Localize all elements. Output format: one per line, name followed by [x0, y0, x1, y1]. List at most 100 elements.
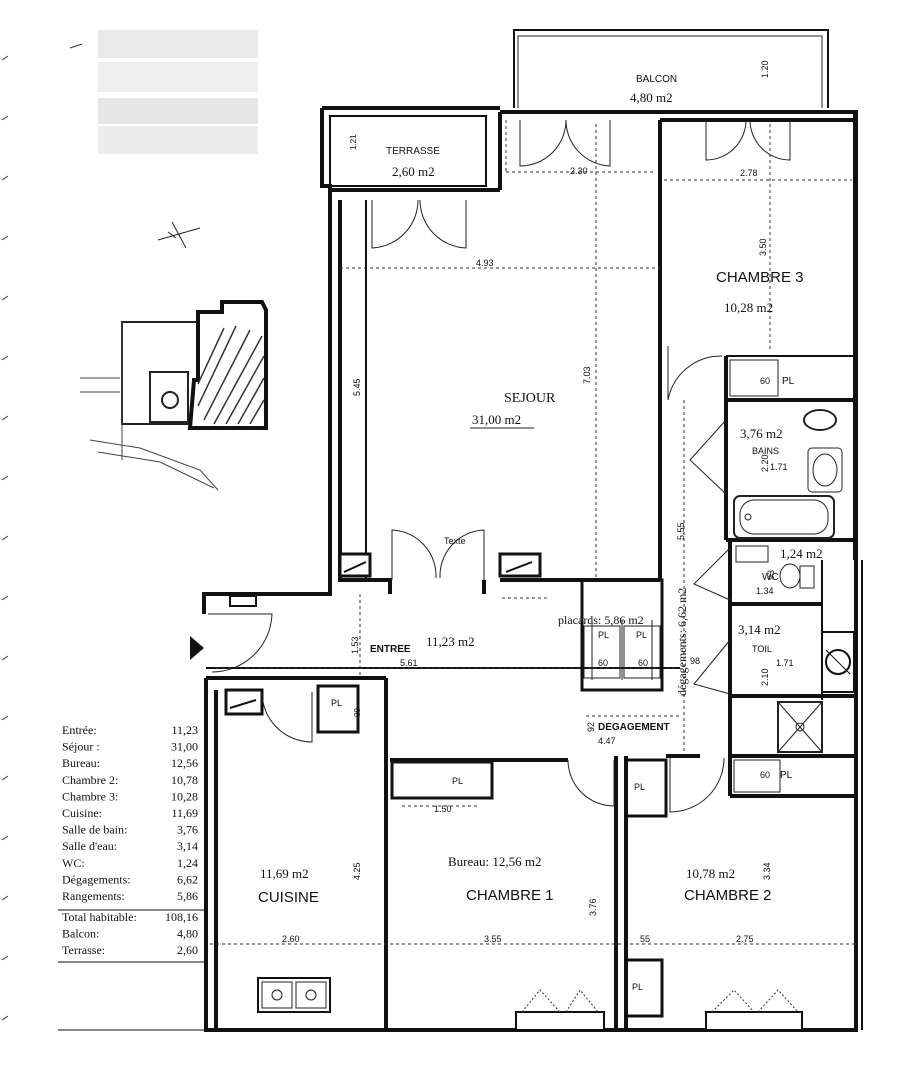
placards-label: placards: 5,86 m2 [558, 613, 644, 627]
legend-row-value: 6,62 [177, 872, 198, 886]
legend-row-label: Séjour : [62, 740, 100, 754]
degagements-dim2: 98 [690, 656, 700, 666]
placard-pl-2: PL [636, 630, 647, 640]
bains-door [689, 419, 727, 495]
total-row-value: 4,80 [177, 927, 198, 941]
sejour-french-doors [371, 119, 791, 249]
bains-area: 3,76 m2 [740, 426, 783, 441]
scratch-mark [69, 43, 83, 49]
total-row-label: Balcon: [62, 927, 99, 941]
chambre1-width-dim: 3.55 [484, 934, 502, 944]
cuisine-area: 11,69 m2 [260, 866, 309, 881]
chambre3-door [667, 346, 723, 401]
chambre1-pl-dim: 1.50 [434, 804, 452, 814]
balcony-label: BALCON [636, 74, 677, 85]
placard-pl-1: PL [598, 630, 609, 640]
chambre3-height-dim: 3.50 [758, 238, 768, 256]
legend-row-label: Dégagements: [62, 872, 131, 886]
shower-icon [777, 701, 823, 753]
entree-label: ENTREE [370, 644, 411, 655]
chambre2-width2-dim: 55 [640, 934, 650, 944]
chambre2-door [669, 757, 725, 813]
sejour-height2-dim: 7.03 [582, 366, 592, 384]
outer-walls [202, 106, 863, 1032]
sink-icon [807, 447, 843, 493]
pl-ch2-right: PL [780, 770, 793, 781]
cuisine-width-dim: 2.60 [282, 934, 300, 944]
legend-row-value: 31,00 [171, 740, 198, 754]
cuisine-door [261, 691, 313, 743]
terrace-area: 2,60 m2 [392, 164, 435, 179]
balcony-area: 4,80 m2 [630, 90, 673, 105]
placards-block [580, 578, 664, 692]
bains-height-dim: 2.20 [760, 454, 770, 472]
legend-row-value: 3,14 [177, 839, 198, 853]
chambre1-label: CHAMBRE 1 [466, 887, 554, 904]
degagements-label: dégagements: 6,62 m2 [675, 588, 689, 696]
wc-depth-dim: 93 [766, 570, 776, 580]
entrance-door [208, 613, 273, 673]
chambre2-area: 10,78 m2 [686, 866, 735, 881]
sejour-height-dim: 5.45 [352, 378, 362, 396]
legend-row-value: 5,86 [177, 889, 198, 903]
right-column-walls [724, 356, 856, 798]
placard-dim-1: 60 [598, 658, 608, 668]
pl-ch3: PL [782, 376, 795, 387]
legend-row-label: WC: [62, 856, 85, 870]
legend-row-label: Salle d'eau: [62, 839, 117, 853]
washing-machine-icon [821, 631, 855, 693]
bidet-icon [803, 409, 837, 431]
degagement-dim: 4.47 [598, 736, 616, 746]
chambre2-walls [624, 754, 700, 1018]
degagement-dim2: 92 [586, 722, 596, 732]
pl-ch2-left: PL [634, 782, 645, 792]
cuisine-label: CUISINE [258, 889, 319, 906]
pl-ch1: PL [452, 776, 463, 786]
pl-cuisine-dim: 60 [352, 708, 361, 717]
chambre3-walls [660, 118, 856, 357]
degagements-dim: 5.55 [676, 522, 686, 540]
legend-row-label: Bureau: [62, 756, 100, 770]
legend-row-value: 3,76 [177, 823, 198, 837]
terrace-label: TERRASSE [386, 146, 440, 157]
legend-row-label: Entrée: [62, 723, 97, 737]
legend-row-value: 12,56 [171, 756, 198, 770]
pl-ch2-dim: 60 [760, 770, 770, 780]
terrace-depth-dim: 1.21 [349, 134, 358, 150]
total-row-label: Total habitable: [62, 910, 137, 924]
compass-icon [157, 221, 201, 249]
wc-door [693, 547, 731, 601]
legend-row-label: Chambre 2: [62, 773, 118, 787]
surface-totals: Total habitable:108,16Balcon:4,80Terrass… [62, 910, 198, 957]
chambre3-area: 10,28 m2 [724, 300, 773, 315]
legend-row-value: 11,69 [171, 806, 198, 820]
legend-row-value: 10,28 [171, 789, 198, 803]
legend-row-label: Chambre 3: [62, 789, 118, 803]
bains-label: BAINS [752, 446, 779, 456]
cuisine-depth-dim: 4.25 [352, 862, 362, 880]
sejour-entry-doors [391, 529, 485, 580]
balcony-depth-dim: 1.20 [760, 60, 770, 78]
toil-door [693, 639, 731, 695]
total-row-label: Terrasse: [62, 943, 105, 957]
toil-label: TOIL [752, 644, 772, 654]
toil-width-dim: 1.71 [776, 658, 794, 668]
chambre2-width-dim: 2.75 [736, 934, 754, 944]
sejour-label: SEJOUR [504, 391, 556, 406]
header-stripes [98, 30, 258, 154]
legend-row-value: 1,24 [177, 856, 198, 870]
radiators [224, 552, 542, 716]
pl-cuisine: PL [331, 698, 342, 708]
wc-width-dim: 1.34 [756, 586, 774, 596]
terrace: TERRASSE 2,60 m2 1.21 [329, 112, 502, 192]
legend-row-label: Rangements: [62, 889, 125, 903]
degagement-label: DEGAGEMENT [598, 722, 670, 733]
bathtub-icon [733, 495, 835, 539]
pl-ch2-bottom: PL [632, 982, 643, 992]
sejour-walls [338, 120, 662, 594]
kitchen-sink-icon [257, 977, 331, 1013]
texte-label: Texte [444, 536, 466, 546]
chambre3-width-dim: 2.78 [740, 168, 758, 178]
